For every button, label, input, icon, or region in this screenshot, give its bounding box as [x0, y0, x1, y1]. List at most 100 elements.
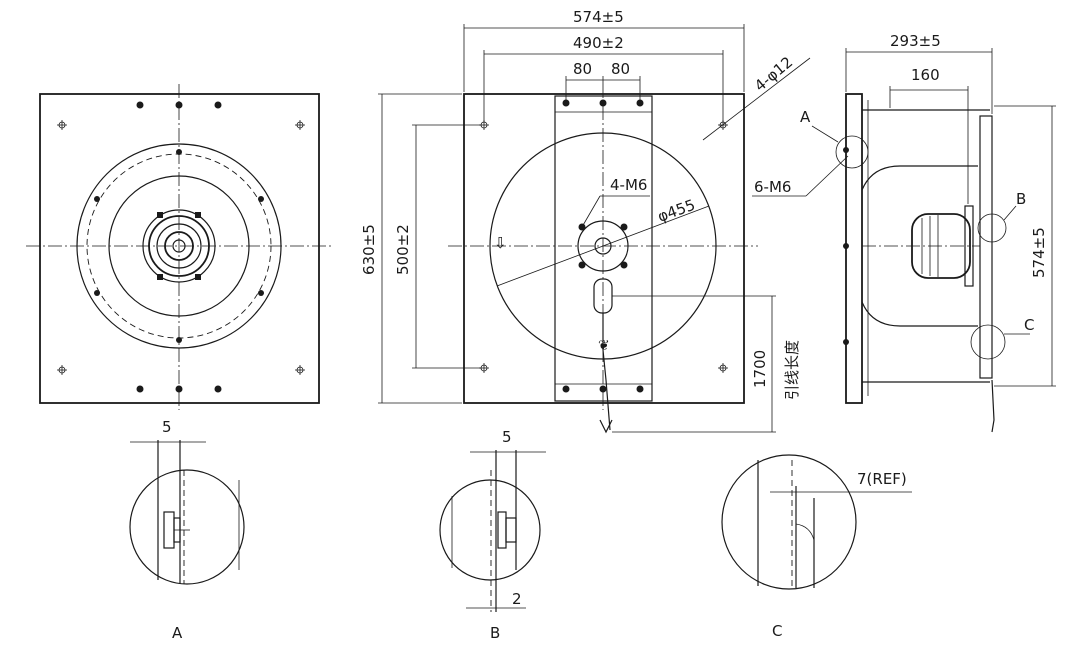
side-bolt [843, 339, 849, 345]
lead-length-label: 引线长度 [783, 340, 801, 400]
detail-b-bottom-dim-label: 2 [512, 590, 522, 608]
detail-b-bracket [497, 511, 507, 549]
front-cable-clip-icon: ❦ [598, 338, 610, 354]
front-corner-hole [718, 363, 728, 373]
rear-motor-lug [157, 212, 163, 218]
front-m6-hole [620, 261, 628, 269]
detail-a-dim-label: 5 [162, 418, 172, 436]
dim-500-label: 500±2 [394, 224, 412, 275]
detail-a-circle [129, 469, 245, 585]
side-bolt [843, 243, 849, 249]
dim-80-right-label: 80 [611, 60, 630, 78]
detail-c-dim-label: 7(REF) [857, 470, 907, 488]
callout-circle-b [977, 213, 1007, 243]
dim-80-left-label: 80 [573, 60, 592, 78]
rear-corner-hole [295, 120, 305, 130]
side-mounting-plate [845, 93, 863, 404]
rear-bolt-dot [175, 101, 183, 109]
rear-bolt-dot [175, 385, 183, 393]
front-cable [602, 313, 611, 431]
dim-160-label: 160 [911, 66, 940, 84]
front-view: ❦ ⇩ 574±5 490±2 80 80 4-φ12 4-M6 φ455 [360, 8, 811, 434]
front-motor-flange [577, 220, 629, 272]
rear-motor-outline [142, 209, 216, 283]
rear-motor-fins-inner [156, 223, 202, 269]
rear-corner-hole [57, 120, 67, 130]
detail-c-fillet [795, 523, 815, 541]
front-cable-end [599, 419, 613, 434]
rear-bolt-dot [136, 101, 144, 109]
rear-bolt-dot [136, 385, 144, 393]
callout-a-label: A [800, 108, 811, 126]
detail-c-circle [721, 454, 857, 590]
rear-bolt-dot [214, 101, 222, 109]
rear-ring-dot [176, 337, 182, 343]
dim-574-side-label: 574±5 [1030, 227, 1048, 278]
rear-motor-lug [195, 274, 201, 280]
callout-c-label: C [1024, 316, 1034, 334]
rear-corner-hole [57, 365, 67, 375]
front-bolt-dot [636, 99, 644, 107]
rear-corner-hole [295, 365, 305, 375]
side-inlet-cone-bottom [861, 301, 978, 327]
side-inlet-cone-top [861, 165, 978, 191]
detail-b-label: B [490, 624, 500, 642]
detail-a-label: A [172, 624, 183, 642]
dim-1700-label: 1700 [751, 350, 769, 388]
detail-b-bolt-head [505, 517, 517, 543]
rear-motor-lug [195, 212, 201, 218]
rear-view [26, 84, 334, 410]
side-motor-flange [964, 205, 974, 287]
front-bolt-dot [562, 385, 570, 393]
dim-phi455-line [496, 205, 710, 287]
side-cable [991, 379, 995, 433]
leader-4phi12 [702, 57, 811, 141]
side-motor-body [911, 213, 971, 279]
front-plate-outline [463, 93, 745, 404]
front-bolt-dot [636, 385, 644, 393]
rear-ring-dot [176, 149, 182, 155]
front-impeller-circle [489, 132, 717, 360]
rear-motor-lug [157, 274, 163, 280]
label-4m6: 4-M6 [610, 176, 647, 194]
dim-293-label: 293±5 [890, 32, 941, 50]
label-6m6: 6-M6 [754, 178, 791, 196]
detail-b-top-dim-label: 5 [502, 428, 512, 446]
front-bolt-dot [599, 385, 607, 393]
rear-ring-dot [258, 196, 264, 202]
callout-b-label: B [1016, 190, 1026, 208]
callout-circle-c [970, 324, 1006, 360]
rear-ring-dot [94, 196, 100, 202]
side-bolt [843, 147, 849, 153]
rear-bolt-dot [214, 385, 222, 393]
detail-b: 5 2 B [439, 428, 546, 642]
rear-motor-fins [148, 215, 210, 277]
front-bolt-dot [562, 99, 570, 107]
front-m6-hole [578, 261, 586, 269]
detail-b-circle [439, 479, 541, 581]
side-support-bar [979, 115, 993, 379]
callout-circle-a [835, 135, 869, 169]
rear-ring-dot [258, 290, 264, 296]
dim-490-label: 490±2 [573, 34, 624, 52]
rear-outer-ring [76, 143, 282, 349]
detail-c: 7(REF) C [721, 454, 912, 640]
front-bolt-dot [599, 99, 607, 107]
rear-hub-center [172, 239, 186, 253]
detail-c-label: C [772, 622, 782, 640]
rear-hub [164, 231, 194, 261]
front-motor-bracket [554, 95, 653, 402]
label-phi455: φ455 [655, 196, 697, 226]
rotation-arrow-icon: ⇩ [494, 234, 507, 252]
dim-630-label: 630±5 [360, 224, 378, 275]
front-m6-hole [620, 223, 628, 231]
side-view: A B C 6-M6 293±5 160 574±5 [752, 32, 1056, 433]
dim-574-label: 574±5 [573, 8, 624, 26]
rear-ring-dot [94, 290, 100, 296]
detail-a-bolt-head [163, 511, 175, 549]
rear-plate-outline [39, 93, 320, 404]
detail-a: 5 A [129, 418, 245, 642]
rear-inner-ring [108, 175, 250, 317]
front-motor-shaft [594, 237, 612, 255]
